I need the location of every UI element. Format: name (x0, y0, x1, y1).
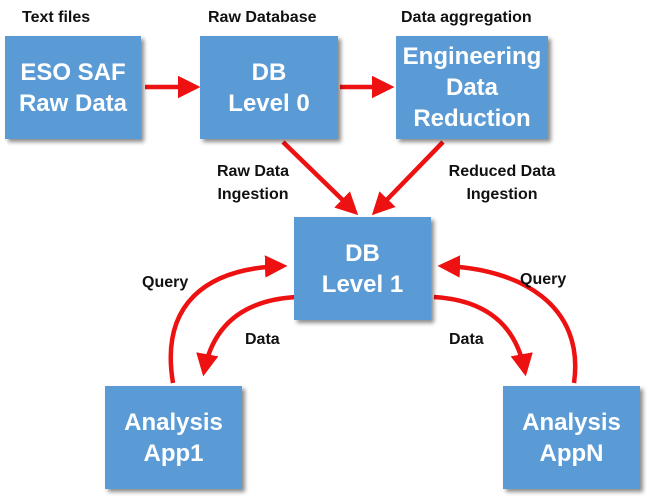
node-analysis-app1: Analysis App1 (105, 386, 242, 489)
header-raw-database: Raw Database (208, 9, 317, 26)
label-reduced-ingestion-line2: Ingestion (466, 186, 538, 203)
arrow-query-app1-to-db1 (168, 255, 288, 384)
label-reduced-ingestion-line1: Reduced Data (448, 163, 556, 180)
node-engineering-line1: Engineering (402, 43, 542, 70)
node-analysis-appn: Analysis AppN (503, 386, 640, 489)
label-raw-data-ingestion: Raw Data Ingestion (198, 160, 308, 206)
header-data-aggregation: Data aggregation (401, 9, 532, 26)
node-eso-saf-line2: Raw Data (18, 89, 128, 117)
node-analysis-appn-line2: AppN (539, 439, 604, 467)
label-data-left: Data (245, 331, 280, 348)
node-engineering-data-reduction: Engineering Data Reduction (396, 36, 548, 139)
label-query-left: Query (142, 274, 189, 291)
label-query-right: Query (520, 271, 567, 288)
header-text-files: Text files (22, 9, 91, 26)
node-db-level0: DB Level 0 (200, 36, 338, 139)
node-db-level0-line1: DB (251, 58, 287, 86)
node-analysis-app1-line1: Analysis (124, 408, 223, 436)
label-raw-ingestion-line1: Raw Data (216, 163, 290, 180)
label-reduced-data-ingestion: Reduced Data Ingestion (432, 160, 572, 206)
label-data-right: Data (449, 331, 484, 348)
node-eso-saf-line1: ESO SAF (20, 58, 126, 86)
node-engineering-line3: Reduction (413, 105, 531, 132)
node-db-level1-line1: DB (345, 239, 380, 267)
node-db-level0-line2: Level 0 (228, 89, 310, 117)
node-db-level1: DB Level 1 (294, 217, 431, 320)
arrow-data-db1-to-appn (433, 294, 533, 377)
arrow-data-db1-to-app1 (196, 294, 297, 377)
node-engineering-line2: Data (445, 74, 499, 101)
arrow-query-appn-to-db1 (437, 255, 578, 384)
node-eso-saf-raw-data: ESO SAF Raw Data (5, 36, 141, 139)
node-analysis-app1-line2: App1 (143, 439, 204, 467)
node-db-level1-line2: Level 1 (321, 270, 404, 298)
arrow-engineering-to-db1 (371, 140, 445, 216)
label-raw-ingestion-line2: Ingestion (217, 186, 289, 203)
arrow-db0-to-db1 (281, 140, 359, 216)
node-analysis-appn-line1: Analysis (522, 408, 621, 436)
